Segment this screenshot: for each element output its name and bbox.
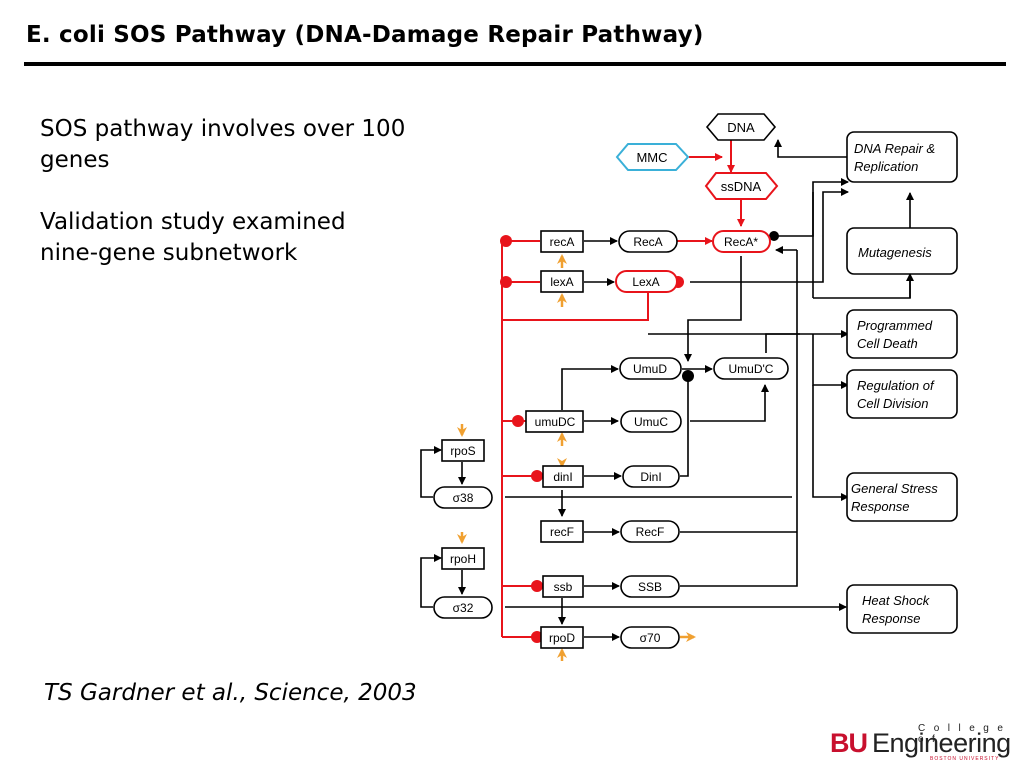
repression-dots [500,235,684,643]
gene-ssb: ssb [542,575,584,598]
damage-signal-arrows [677,140,745,245]
svg-text:LexA: LexA [632,275,659,289]
svg-text:rpoS: rpoS [450,444,475,458]
protein-reca-star: RecA* [712,230,771,253]
response-cell-division: Regulation of Cell Division [846,369,958,419]
svg-text:rpoD: rpoD [549,631,575,645]
svg-text:UmuC: UmuC [634,415,668,429]
protein-umud: UmuD [619,357,682,380]
logo-engineering: Engineering [872,728,1011,758]
response-boxes: DNA Repair & Replication Mutagenesis Pro… [846,131,958,634]
svg-text:umuDC: umuDC [535,415,576,429]
title-divider [24,62,1006,66]
svg-text:Programmed: Programmed [857,318,933,333]
bu-engineering-logo: BU Engineering College of BOSTON UNIVERS… [830,723,1016,762]
gene-dini: dinI [542,465,584,488]
svg-text:RecA: RecA [633,235,662,249]
mmc-label: MMC [636,150,667,165]
svg-text:Response: Response [851,499,910,514]
node-dna: DNA [705,113,777,141]
protein-umudprimec: UmuD'C [713,357,789,380]
junction-dots [682,231,779,382]
svg-text:ssb: ssb [554,580,573,594]
protein-nodes: RecA RecA* LexA UmuD UmuD'C UmuC DinI Re… [433,230,789,649]
svg-text:DinI: DinI [640,470,661,484]
svg-text:General Stress: General Stress [851,481,938,496]
regulation-wiring [420,139,914,641]
gene-reca: recA [540,230,584,253]
gene-lexa: lexA [540,270,584,293]
bullet-validation-study: Validation study examined nine-gene subn… [40,209,346,266]
svg-text:lexA: lexA [550,275,573,289]
svg-text:Replication: Replication [854,159,918,174]
svg-text:UmuD: UmuD [633,362,667,376]
svg-text:RecF: RecF [636,525,665,539]
bullet-text: SOS pathway involves over 100 genes Vali… [40,114,410,300]
svg-text:rpoH: rpoH [450,552,476,566]
response-cell-death: Programmed Cell Death [846,309,958,359]
svg-text:Mutagenesis: Mutagenesis [858,245,932,260]
svg-text:dinI: dinI [553,470,572,484]
ssdna-label: ssDNA [721,179,762,194]
logo-bu: BU [830,728,868,758]
logo-college-of: College of [918,723,1012,745]
svg-text:UmuD'C: UmuD'C [729,362,774,376]
protein-reca: RecA [618,230,678,253]
gene-rpoh: rpoH [441,547,485,570]
protein-umuc: UmuC [620,410,682,433]
svg-text:σ32: σ32 [453,601,474,615]
dna-label: DNA [727,120,755,135]
protein-sigma38: σ38 [433,486,493,509]
protein-recf: RecF [620,520,680,543]
svg-text:σ38: σ38 [453,491,474,505]
protein-dini: DinI [622,465,680,488]
gene-umudc: umuDC [525,410,584,433]
protein-lexa: LexA [615,270,678,293]
protein-sigma32: σ32 [433,596,493,619]
svg-text:Cell Death: Cell Death [857,336,918,351]
svg-text:DNA Repair &: DNA Repair & [854,141,935,156]
svg-text:Cell Division: Cell Division [857,396,929,411]
svg-text:SSB: SSB [638,580,662,594]
external-input-arrows [457,254,696,661]
response-general-stress: General Stress Response [846,472,958,522]
svg-text:σ70: σ70 [640,631,661,645]
bullet-genes-count: SOS pathway involves over 100 genes [40,116,406,173]
svg-text:RecA*: RecA* [724,235,758,249]
node-mmc: MMC [615,143,690,171]
svg-text:recF: recF [550,525,574,539]
node-ssdna: ssDNA [704,172,779,200]
svg-text:Heat Shock: Heat Shock [862,593,931,608]
gene-boxes: recA lexA umuDC dinI recF ssb rpoD rpoS … [441,230,584,649]
protein-ssb: SSB [620,575,680,598]
svg-text:Regulation of: Regulation of [857,378,935,393]
gene-rpos: rpoS [441,439,485,462]
gene-recf: recF [540,520,584,543]
protein-sigma70: σ70 [620,626,680,649]
citation: TS Gardner et al., Science, 2003 [44,680,417,706]
svg-text:recA: recA [550,235,575,249]
response-heat-shock: Heat Shock Response [846,584,958,634]
svg-text:Response: Response [862,611,921,626]
slide-title: E. coli SOS Pathway (DNA-Damage Repair P… [26,22,704,48]
gene-rpod: rpoD [540,626,584,649]
response-mutagenesis: Mutagenesis [846,227,958,275]
logo-boston-university: BOSTON UNIVERSITY [930,756,1000,762]
response-dna-repair: DNA Repair & Replication [846,131,958,183]
